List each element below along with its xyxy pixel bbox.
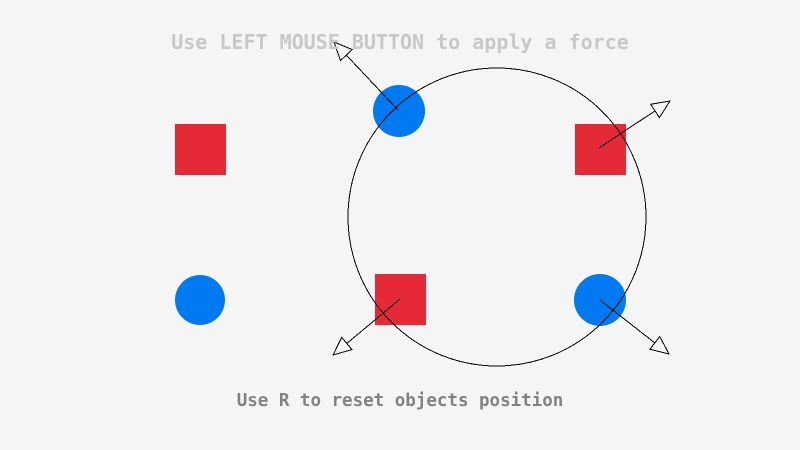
force-arrow-head xyxy=(649,335,670,355)
red-square-center[interactable] xyxy=(375,274,426,325)
force-arrow-shaft xyxy=(599,299,656,344)
force-arrow-bottom-right xyxy=(599,299,670,355)
force-arrow-head xyxy=(649,100,672,119)
force-arrow-top-right xyxy=(598,100,672,149)
instruction-apply-force: Use LEFT MOUSE BUTTON to apply a force xyxy=(171,30,629,54)
force-arrow-head xyxy=(333,41,354,62)
force-arrow-shaft xyxy=(346,298,401,344)
force-arrow-shaft xyxy=(345,54,399,111)
red-square-right[interactable] xyxy=(575,124,626,175)
boundary-circle xyxy=(347,67,647,367)
instruction-reset-objects: Use R to reset objects position xyxy=(236,391,564,411)
force-arrow-shaft xyxy=(598,110,656,149)
red-square-left[interactable] xyxy=(175,124,226,175)
force-arrow-top-left xyxy=(333,41,399,111)
blue-circle-top[interactable] xyxy=(373,85,425,137)
blue-circle-left[interactable] xyxy=(175,275,225,325)
force-arrow-head xyxy=(332,336,353,356)
force-arrow-bottom-left xyxy=(332,298,401,356)
